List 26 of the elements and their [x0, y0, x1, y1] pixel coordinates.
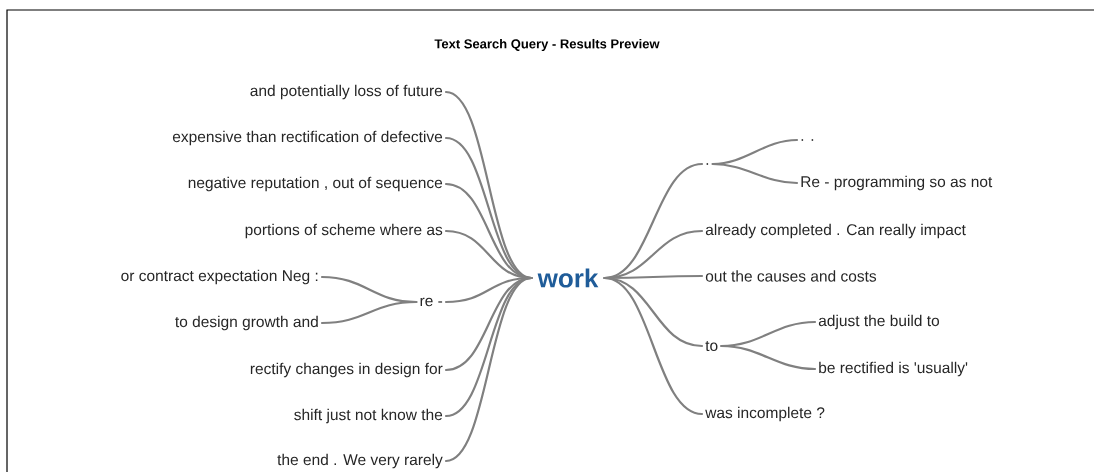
branch-phrase: already completed . Can really impact: [705, 223, 966, 239]
branch-phrase: or contract expectation Neg :: [121, 269, 318, 285]
branch-phrase: the end . We very rarely: [277, 453, 443, 469]
branch-phrase: negative reputation , out of sequence: [188, 176, 443, 192]
branch-phrase: rectify changes in design for: [250, 362, 443, 378]
branch-phrase: adjust the build to: [818, 314, 940, 330]
branch-line: [720, 344, 817, 371]
branch-phrase: . .: [801, 139, 814, 141]
branch-phrase: be rectified is 'usually': [819, 361, 968, 377]
branch-phrase: to design growth and: [175, 315, 318, 331]
branch-phrase: re -: [420, 297, 443, 307]
branch-phrase: expensive than rectification of defective: [172, 130, 443, 146]
branch-line: [444, 276, 533, 463]
branch-phrase: out the causes and costs: [705, 270, 877, 282]
branch-line: [711, 162, 799, 185]
root-word: work: [537, 268, 599, 288]
branch-line: [320, 300, 418, 325]
branch-phrase: shift just not know the: [294, 408, 443, 424]
title: Text Search Query - Results Preview: [434, 38, 660, 52]
branch-phrase: .: [706, 163, 709, 165]
branch-phrase: Re - programming so as not: [801, 175, 993, 191]
branch-phrase: portions of scheme where as: [245, 223, 443, 239]
branch-line: [603, 276, 704, 416]
branch-phrase: and potentially loss of future: [250, 84, 443, 100]
branch-phrase: to: [705, 340, 718, 352]
branch-phrase: was incomplete ?: [705, 406, 825, 422]
